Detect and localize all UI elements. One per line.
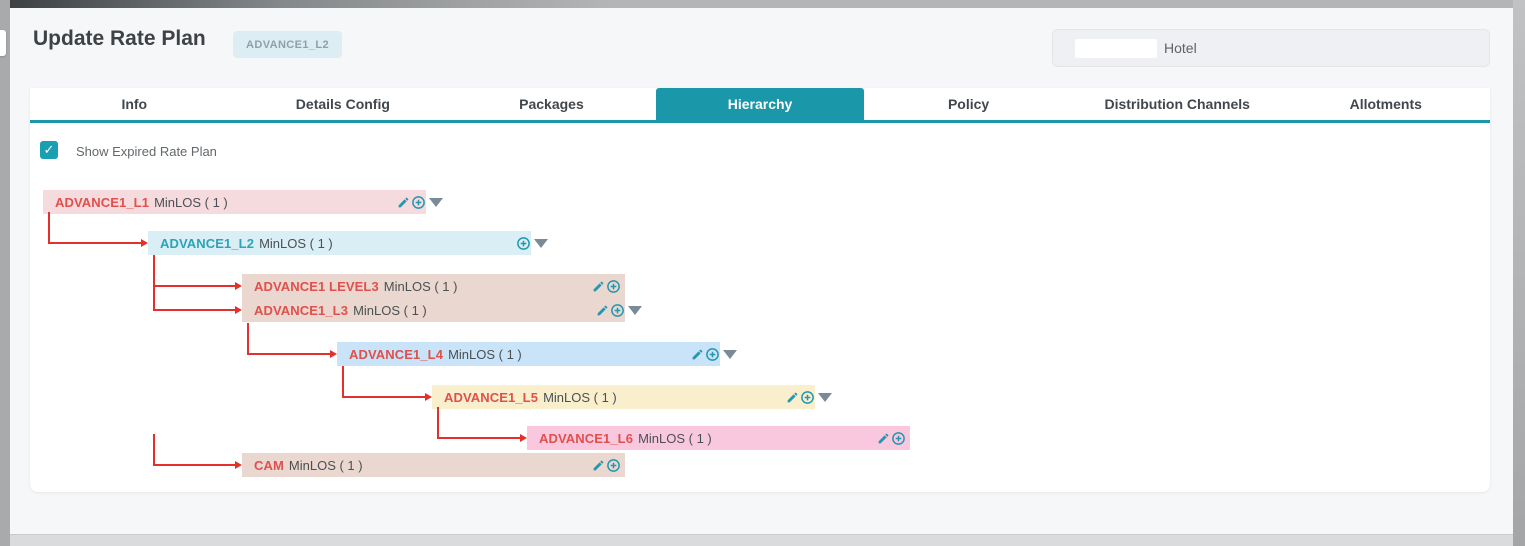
node-minlos: MinLOS ( 1 ) [448, 346, 522, 362]
expand-arrow-icon[interactable] [429, 197, 443, 207]
hotel-value-redacted [1075, 38, 1157, 58]
rate-plan-badge: ADVANCE1_L2 [233, 31, 343, 58]
node-minlos: MinLOS ( 1 ) [383, 278, 458, 294]
tab-hierarchy[interactable]: Hierarchy [655, 88, 865, 120]
add-circle-icon[interactable] [705, 347, 720, 362]
add-circle-icon[interactable] [606, 279, 621, 294]
page-title: Update Rate Plan [33, 27, 206, 50]
expand-arrow-icon[interactable] [818, 392, 832, 402]
node-name: ADVANCE1_L5 [444, 389, 539, 405]
expand-arrow-icon[interactable] [628, 305, 642, 315]
node-minlos: MinLOS ( 1 ) [288, 457, 363, 473]
hotel-field-label: Hotel [1164, 40, 1197, 56]
tab-bar: Info Details Config Packages Hierarchy Polic… [30, 88, 1490, 123]
tree-connector-horizontal [437, 437, 521, 439]
tab-info[interactable]: Info [121, 96, 148, 112]
add-circle-icon[interactable] [891, 431, 906, 446]
edit-pencil-icon[interactable] [877, 432, 890, 445]
tree-connector-vertical [342, 366, 344, 397]
add-circle-icon[interactable] [606, 458, 621, 473]
node-name: ADVANCE1_L4 [349, 346, 444, 362]
node-minlos: MinLOS ( 1 ) [259, 235, 333, 251]
node-name: ADVANCE1_L2 [160, 235, 255, 251]
edit-pencil-icon[interactable] [592, 459, 605, 472]
window-frame-top [10, 0, 1513, 8]
edit-pencil-icon[interactable] [786, 391, 799, 404]
edit-pencil-icon[interactable] [397, 196, 410, 209]
tree-connector-vertical [153, 279, 155, 310]
node-minlos: MinLOS ( 1 ) [543, 389, 617, 405]
hotel-field[interactable]: Hotel [1052, 29, 1490, 67]
add-circle-icon[interactable] [800, 390, 815, 405]
tree-connector-arrowhead [235, 282, 242, 290]
node-name: ADVANCE1_L6 [539, 430, 634, 446]
tab-details-config[interactable]: Details Config [295, 96, 390, 112]
tree-connector-arrowhead [235, 461, 242, 469]
edit-pencil-icon[interactable] [592, 280, 605, 293]
node-minlos: MinLOS ( 1 ) [154, 194, 228, 210]
tree-connector-horizontal [153, 464, 236, 466]
tree-connector-vertical [48, 212, 50, 243]
tree-connector-vertical [153, 255, 155, 286]
tree-connector-horizontal [153, 309, 236, 311]
tab-policy[interactable]: Policy [947, 96, 990, 112]
tree-connector-arrowhead [330, 350, 337, 358]
tree-connector-horizontal [153, 285, 236, 287]
tab-packages[interactable]: Packages [519, 96, 584, 112]
window-frame-right [1513, 0, 1525, 546]
tree-connector-arrowhead [425, 393, 432, 401]
expand-arrow-icon[interactable] [534, 238, 548, 248]
tree-connector-horizontal [48, 242, 142, 244]
tree-connector-horizontal [247, 353, 331, 355]
node-minlos: MinLOS ( 1 ) [638, 430, 712, 446]
show-expired-label: Show Expired Rate Plan [76, 144, 217, 159]
edit-pencil-icon[interactable] [691, 348, 704, 361]
tree-connector-vertical [247, 323, 249, 354]
tree-connector-arrowhead [235, 306, 242, 314]
show-expired-checkbox[interactable]: ✓ [40, 141, 58, 159]
node-name: CAM [254, 457, 284, 473]
tree-connector-arrowhead [141, 239, 148, 247]
add-circle-icon[interactable] [610, 303, 625, 318]
tree-connector-vertical [437, 407, 439, 438]
left-edge-panel-sliver [0, 30, 6, 56]
tree-connector-horizontal [342, 396, 426, 398]
expand-arrow-icon[interactable] [723, 349, 737, 359]
window-frame-bottom [10, 534, 1513, 546]
node-name: ADVANCE1 LEVEL3 [254, 278, 379, 294]
tab-distribution-channels[interactable]: Distribution Channels [1104, 96, 1250, 112]
tree-connector-arrowhead [520, 434, 527, 442]
edit-pencil-icon[interactable] [596, 304, 609, 317]
add-circle-icon[interactable] [411, 195, 426, 210]
tree-connector-vertical [153, 434, 155, 465]
node-minlos: MinLOS ( 1 ) [353, 302, 427, 318]
node-name: ADVANCE1_L1 [55, 194, 150, 210]
window-frame-left [0, 0, 10, 546]
node-name: ADVANCE1_L3 [254, 302, 349, 318]
tab-allotments[interactable]: Allotments [1349, 96, 1422, 112]
add-circle-icon[interactable] [516, 236, 531, 251]
